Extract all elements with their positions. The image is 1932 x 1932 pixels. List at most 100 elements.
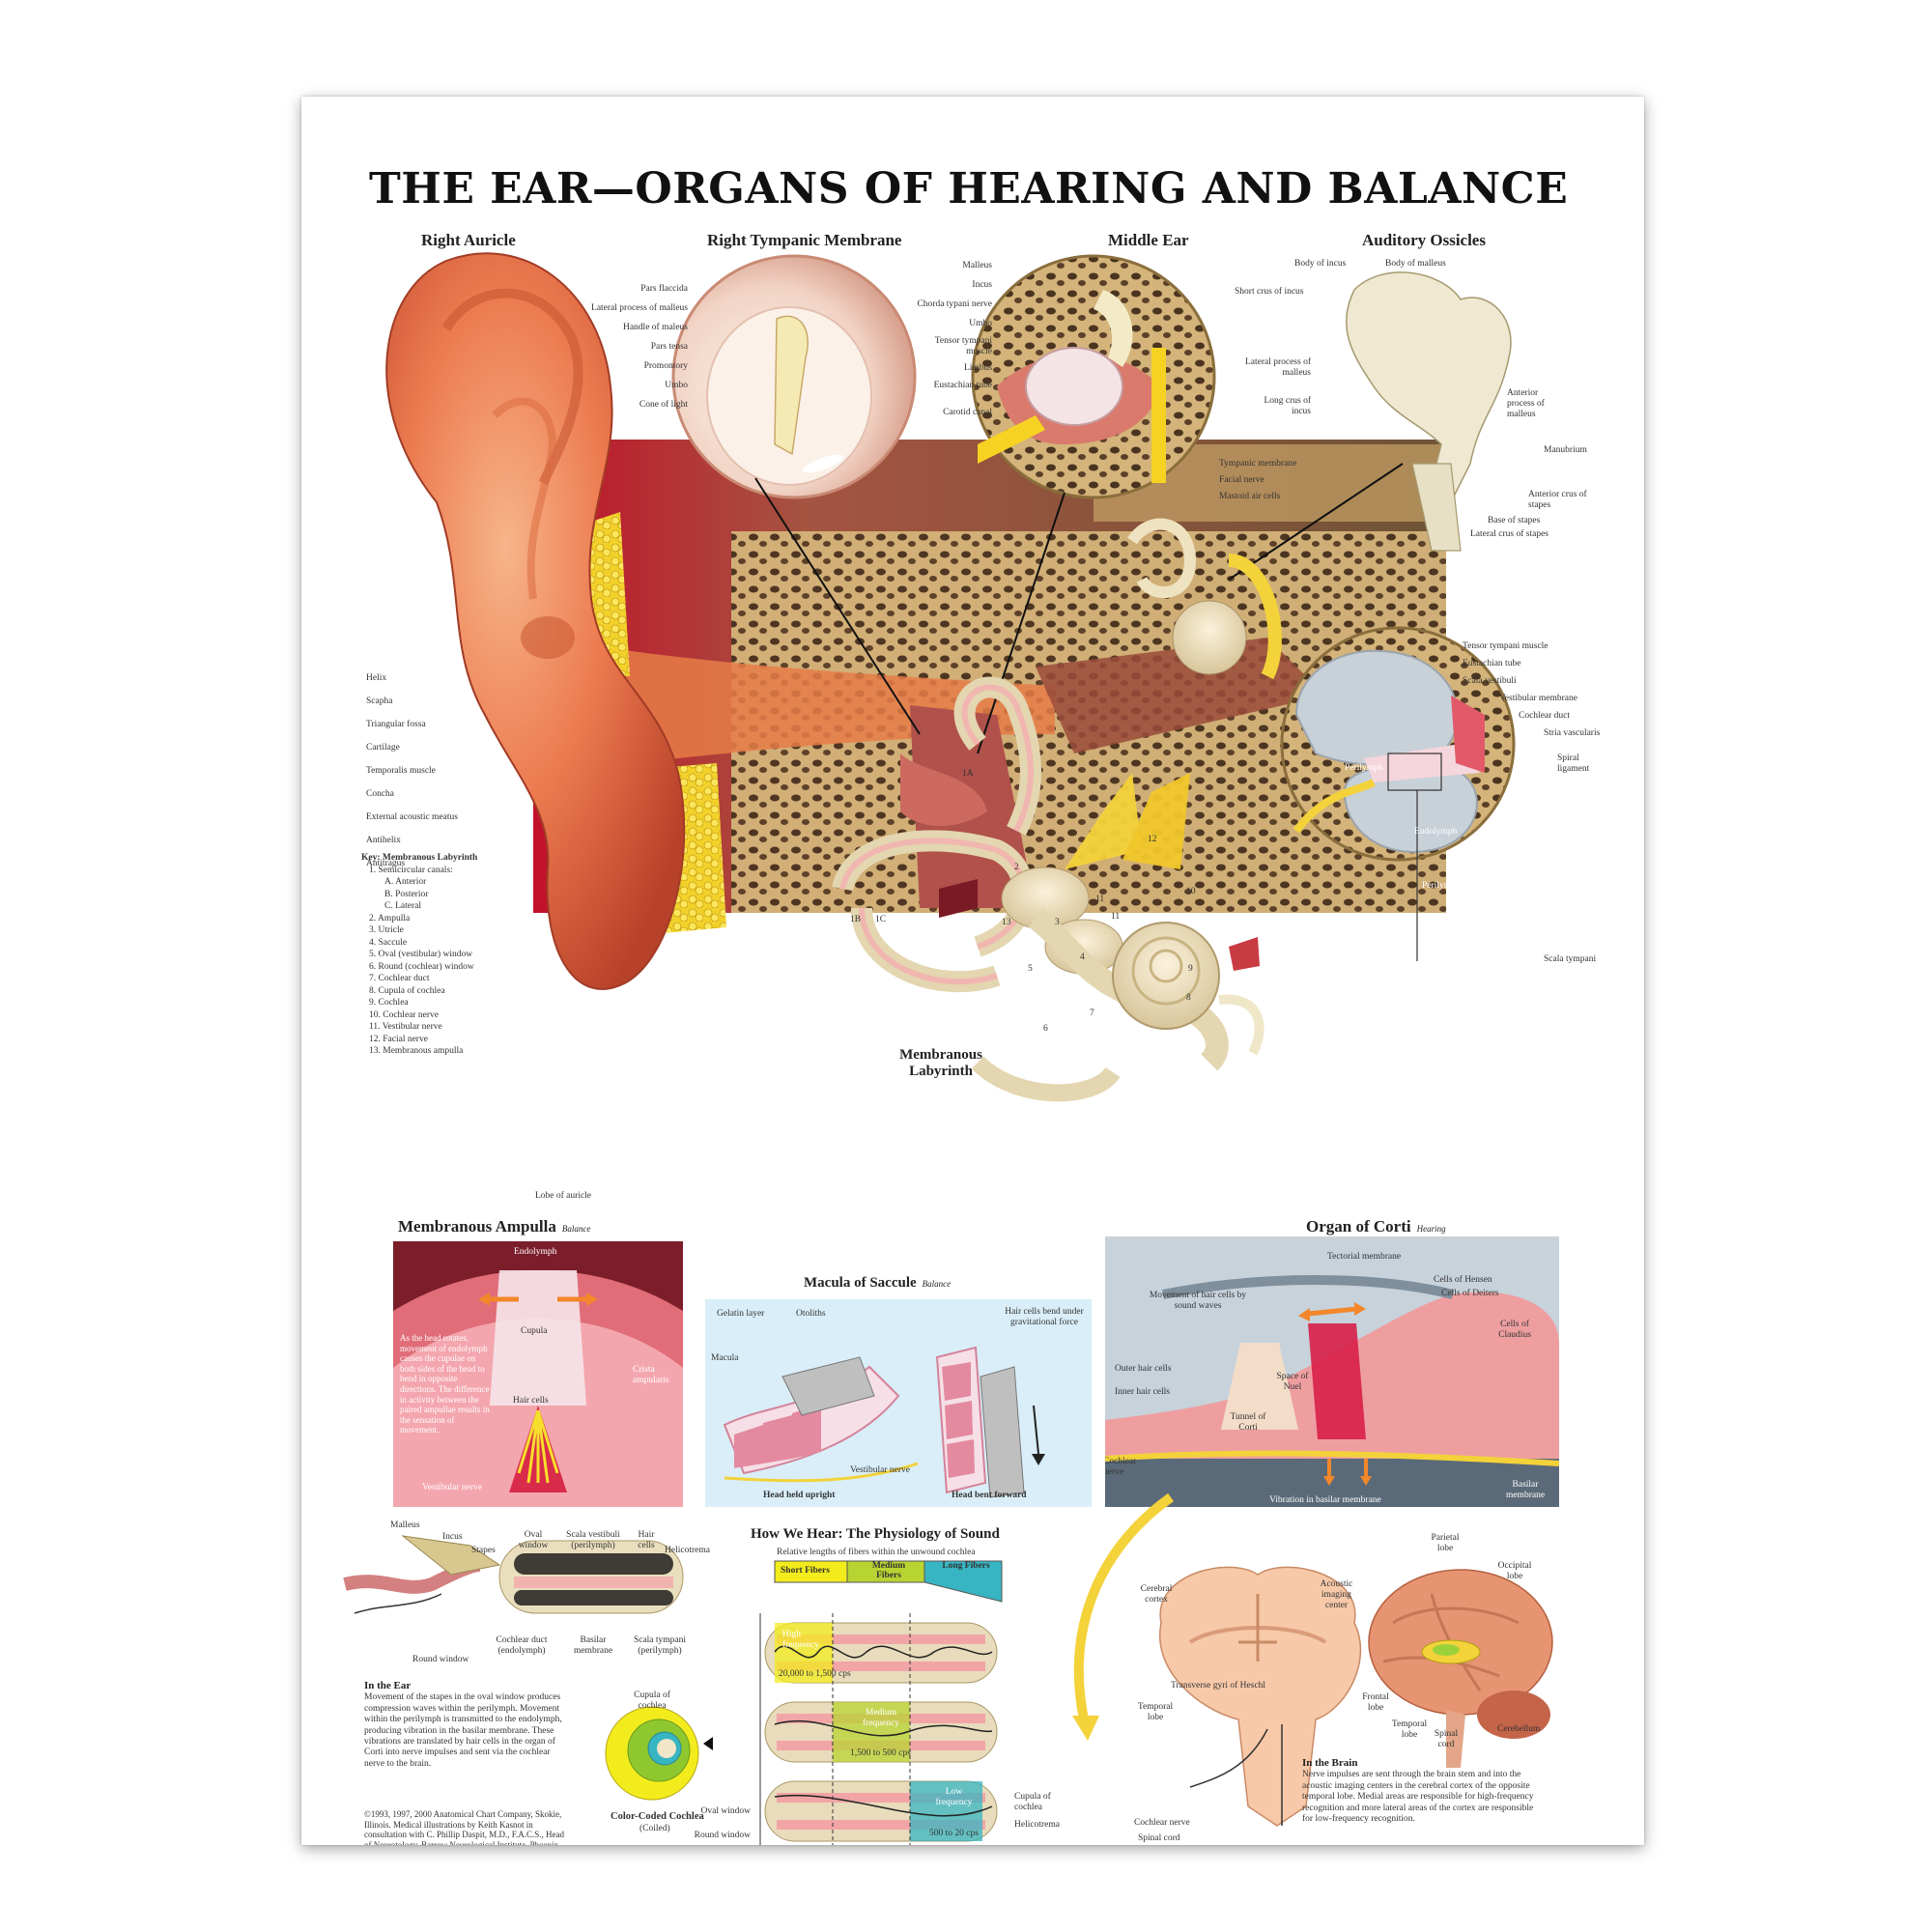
label-me-tympanic-membrane: Tympanic membrane: [1219, 459, 1297, 469]
label-cochlea-perilymph-bottom: Perilymph: [1422, 881, 1461, 891]
corti-space-nuel: Space of Nuel: [1276, 1372, 1309, 1392]
brain-temporal-right: Temporal lobe: [1391, 1719, 1428, 1740]
ear-label-stapes: Stapes: [471, 1546, 496, 1555]
label-antitragus: Antitragus: [366, 859, 406, 868]
anatomy-poster: THE EAR—ORGANS OF HEARING AND BALANCE Ri…: [301, 97, 1644, 1845]
ampulla-crista: Crista ampularis: [633, 1365, 669, 1385]
label-helix: Helix: [366, 673, 387, 683]
label-lobe-of-auricle: Lobe of auricle: [535, 1191, 592, 1201]
label-handle-maleus: Handle of maleus: [622, 323, 688, 332]
heading-how-we-hear: How We Hear: The Physiology of Sound: [751, 1526, 1000, 1542]
brain-temporal-left: Temporal lobe: [1137, 1702, 1174, 1722]
key-item: 10. Cochlear nerve: [369, 1009, 440, 1020]
label-anterior-process: Anterior process of malleus: [1507, 388, 1545, 419]
label-rs-tensor: Tensor tympani muscle: [1463, 641, 1548, 651]
key-item: 8. Cupula of cochlea: [369, 985, 445, 996]
ear-label-round-window: Round window: [412, 1655, 469, 1664]
color-coded-cochlea: [605, 1706, 713, 1801]
lab-num-2: 2: [1014, 863, 1019, 872]
saccule-nerve: Vestibular nerve: [850, 1465, 910, 1475]
key-item: 11. Vestibular nerve: [369, 1022, 442, 1032]
brain-cochlear-nerve: Cochlear nerve: [1134, 1818, 1190, 1828]
brain-occipital: Occipital lobe: [1497, 1561, 1532, 1581]
label-lateral-crus: Lateral crus of stapes: [1470, 529, 1548, 539]
label-pars-flaccida: Pars flaccida: [640, 284, 688, 294]
key-item: 3. Utricle: [369, 925, 404, 935]
ear-label-scala-vestibuli: Scala vestibuli (perilymph): [566, 1530, 620, 1550]
saccule-panel: Gelatin layer Otoliths Macula Hair cells…: [705, 1299, 1092, 1507]
key-item: 2. Ampulla: [369, 913, 411, 923]
key-item: C. Lateral: [384, 901, 421, 911]
heading-middle-ear: Middle Ear: [1108, 231, 1189, 249]
label-short-crus: Short crus of incus: [1235, 287, 1304, 297]
label-rs-stria: Stria vascularis: [1544, 728, 1601, 738]
brain-drawing: [1158, 1566, 1553, 1827]
label-rs-vestibular-membrane: Vestibular membrane: [1499, 694, 1577, 703]
ampulla-hair-cells: Hair cells: [513, 1396, 549, 1406]
corti-vibration: Vibration in basilar membrane: [1269, 1495, 1381, 1505]
label-umbo: Umbo: [665, 381, 688, 390]
key-item: B. Posterior: [384, 889, 429, 899]
ear-label-malleus: Malleus: [390, 1520, 420, 1530]
label-me-malleus: Malleus: [962, 261, 992, 270]
membranous-labyrinth-drawing: [832, 676, 1264, 1102]
label-me-carotid: Carotid canal: [943, 408, 992, 417]
band-label-medium: Medium frequency: [863, 1708, 899, 1728]
ear-label-helicotrema: Helicotrema: [665, 1546, 710, 1555]
label-rs-scala-tympani: Scala tympani: [1544, 954, 1597, 964]
ampulla-description: As the head rotates, movement of endolym…: [400, 1333, 490, 1435]
physiology-subtitle: Relative lengths of fibers within the un…: [777, 1548, 976, 1557]
brain-frontal: Frontal lobe: [1362, 1692, 1389, 1713]
lab-num-9: 9: [1188, 964, 1193, 974]
lab-num-11a: 11: [1095, 895, 1105, 904]
poster-title: THE EAR—ORGANS OF HEARING AND BALANCE: [369, 164, 1569, 213]
lab-num-1a: 1A: [962, 769, 974, 779]
color-coded-label: Color-Coded Cochlea: [611, 1811, 704, 1822]
corti-hensen: Cells of Hensen: [1434, 1275, 1492, 1285]
label-me-facial-nerve: Facial nerve: [1219, 475, 1264, 485]
label-manubrium: Manubrium: [1544, 445, 1587, 455]
corti-tectorial: Tectorial membrane: [1327, 1252, 1402, 1262]
heading-auditory-ossicles: Auditory Ossicles: [1362, 231, 1486, 249]
helicotrema-label: Helicotrema: [1014, 1820, 1060, 1830]
label-me-limbus: Limbus: [963, 363, 992, 373]
label-me-incus: Incus: [972, 280, 992, 290]
brain-spinal-cord-left: Spinal cord: [1138, 1833, 1180, 1843]
key-item: A. Anterior: [384, 877, 427, 887]
label-rs-spiral-ligament: Spiral ligament: [1557, 753, 1590, 774]
heading-membranous-labyrinth: Membranous Labyrinth: [899, 1047, 982, 1079]
label-me-tensor: Tensor tympani muscle: [934, 336, 992, 356]
band-label-low: Low frequency: [935, 1787, 973, 1807]
saccule-gelatin: Gelatin layer: [717, 1309, 765, 1319]
ampulla-panel: Endolymph Cupula Hair cells Crista ampul…: [393, 1241, 683, 1507]
label-long-crus: Long crus of incus: [1264, 396, 1311, 416]
corti-basilar: Basilar membrane: [1505, 1480, 1546, 1500]
cupula-label-right: Cupula of cochlea: [1014, 1792, 1051, 1812]
label-lateral-process-malleus: Lateral process of malleus: [591, 303, 688, 313]
corti-movement: Movement of hair cells by sound waves: [1149, 1291, 1247, 1311]
lab-num-3: 3: [1055, 918, 1060, 927]
band-range-high: 20,000 to 1,500 cps: [779, 1669, 851, 1679]
lab-num-12: 12: [1148, 835, 1157, 844]
lab-num-1b: 1B: [850, 915, 862, 924]
key-heading: Key: Membranous Labyrinth: [361, 853, 478, 863]
labyrinth-key: Key: Membranous Labyrinth 1. Semicircula…: [361, 852, 477, 1058]
ear-label-incus: Incus: [442, 1532, 463, 1542]
brain-spinal-cord-right: Spinal cord: [1434, 1729, 1459, 1749]
frequency-bands-drawing: [759, 1613, 998, 1845]
label-rs-eustachian: Eustachian tube: [1463, 659, 1521, 668]
oval-window-label: Oval window: [700, 1806, 751, 1816]
fiber-label-short: Short Fibers: [781, 1566, 830, 1576]
label-rs-scala-vestibuli: Scala vestibuli: [1463, 676, 1517, 686]
nerve-pathway-arrow: [1072, 1492, 1174, 1741]
ear-label-hair-cells: Hair cells: [638, 1530, 655, 1550]
band-range-low: 500 to 20 cps: [929, 1829, 979, 1838]
ear-label-sound-waves: Sound waves: [348, 1611, 396, 1621]
saccule-hair-cells-bend: Hair cells bend under gravitational forc…: [1005, 1307, 1084, 1327]
lab-num-1c: 1C: [875, 915, 887, 924]
ampulla-drawing: [393, 1241, 683, 1507]
label-concha: Concha: [366, 789, 395, 799]
label-me-mastoid: Mastoid air cells: [1219, 492, 1281, 501]
credits-text: ©1993, 1997, 2000 Anatomical Chart Compa…: [364, 1809, 565, 1845]
